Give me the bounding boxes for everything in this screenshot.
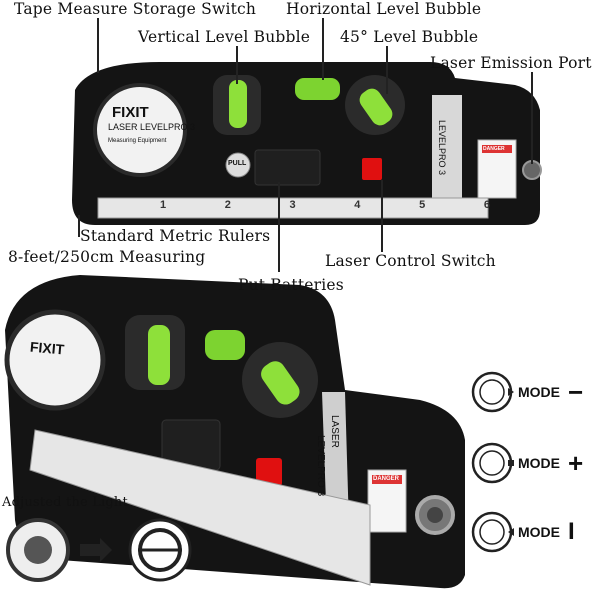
mode-knob-icon [471,511,514,553]
ruler-tick: 4 [354,199,361,211]
ruler-tick: 3 [289,199,296,211]
mode-knob-icon [471,442,514,484]
label-vertical-bubble: Vertical Level Bubble [138,28,311,46]
label-batteries: Put Batteries [238,276,344,294]
arrow-right-icon [80,538,112,562]
mode-knob-icon [471,371,514,413]
leader-laser-port [531,72,533,164]
top-danger-text: DANGER [483,146,505,152]
bottom-brand-dial [4,309,106,411]
bottom-horizontal-bubble [205,330,245,360]
leader-45 [386,46,388,94]
top-laser-switch [362,158,382,180]
label-45-bubble: 45° Level Bubble [340,28,479,46]
top-pull-tab [225,152,251,178]
mode-minus-icon: − [568,376,584,407]
top-battery-door [254,149,321,186]
ruler-tick: 2 [224,199,231,211]
top-levelpro-text: LEVELPRO 3 [437,120,447,176]
top-model-text: LASER LEVELPRO 3 [108,122,196,132]
top-ruler-numbers: 1 2 3 4 5 6 [160,199,490,217]
leader-laser-switch [381,180,383,252]
label-laser-port: Laser Emission Port [430,54,592,72]
leader-horizontal [322,18,324,80]
mode-label: MODE [518,455,560,471]
top-brand-dial [93,83,187,177]
leader-batteries [278,182,280,272]
mode-row-i: MODE I [470,510,575,554]
bottom-levelpro-text: LEVELPRO 3 [315,435,326,497]
adjust-light-icons [6,518,192,582]
top-device-body [72,62,540,225]
leader-vertical [236,46,238,84]
top-brand-text: FIXIT [112,104,149,121]
leader-tape-switch [97,18,99,73]
bottom-laser-switch [256,458,282,486]
mode-row-minus: MODE − [470,370,583,414]
bottom-brand-text: FIXIT [29,338,65,358]
mode-label: MODE [518,384,560,400]
top-ruler [97,197,489,219]
ruler-tick: 5 [419,199,426,211]
bottom-danger-text: DANGER [373,476,400,482]
label-tape-switch: Tape Measure Storage Switch [14,0,257,18]
label-metric-rulers: Standard Metric Rulers [80,227,271,245]
leader-rulers [78,215,80,237]
bottom-vertical-bubble [148,325,170,385]
mode-i-icon: I [568,518,575,545]
top-side-plate [432,95,462,210]
top-vertical-bubble [229,80,247,128]
top-horizontal-bubble [295,78,340,100]
top-subtitle-text: Measuring Equipment [108,138,167,144]
bottom-45-bubble [261,361,300,405]
ruler-tick: 1 [160,199,167,211]
ruler-tick: 6 [483,199,490,211]
label-measuring: 8-feet/250cm Measuring [8,248,206,266]
mode-label: MODE [518,524,560,540]
top-45-bubble [359,88,393,126]
top-pull-text: PULL [228,160,247,167]
mode-plus-icon: + [568,447,584,478]
label-horizontal-bubble: Horizontal Level Bubble [286,0,482,18]
label-adjusted-light: Adjusted the Light [2,495,128,510]
label-laser-switch: Laser Control Switch [325,252,496,270]
mode-row-plus: MODE + [470,441,583,485]
bottom-ruler [29,429,371,586]
bottom-laser-text: LASER [329,415,340,448]
